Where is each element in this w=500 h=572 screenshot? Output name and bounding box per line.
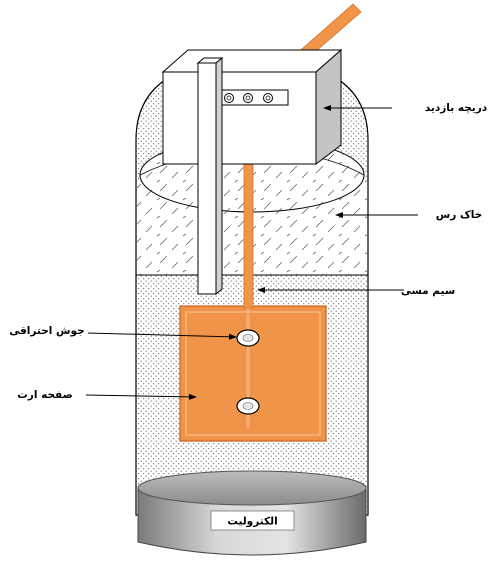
terminal-bolt-3-core [265,95,271,101]
terminal-bolt-2 [243,93,253,103]
electrolyte-label: الکترولیت [227,516,277,528]
arrow-thermite-weld [87,332,237,340]
thermite-weld-lower [236,397,260,415]
terminal-bolt-3 [263,93,273,103]
label-inspection-window: دریچه بازدید [425,102,488,114]
ground-plate [179,305,327,442]
electrolyte-label-box [210,510,295,531]
terminal-bolt-1-core [226,95,232,101]
terminal-bolt-2-core [245,95,251,101]
electrolyte-cylinder-top [137,470,367,506]
inspection-box-front [162,71,317,165]
inspection-box [161,48,343,166]
earth-rod-side [215,56,223,296]
ground-plate-inner-border [185,311,321,436]
terminal-bolt-1 [224,93,234,103]
inspection-box-top [161,49,343,73]
earth-rod-front [197,62,217,295]
arrow-ground-plate [85,393,197,400]
label-clay-soil: خاک رس [436,209,482,221]
thermite-weld-upper [236,329,260,347]
earth-rod [196,56,224,296]
label-thermite-weld: جوش احتراقی [9,325,84,337]
callouts [85,105,418,400]
electrolyte-container: الکترولیت [137,470,367,556]
label-ground-plate: صفحه ارت [17,389,73,401]
label-copper-wire: سیم مسی [401,285,455,297]
ground-plate-body [179,305,327,442]
